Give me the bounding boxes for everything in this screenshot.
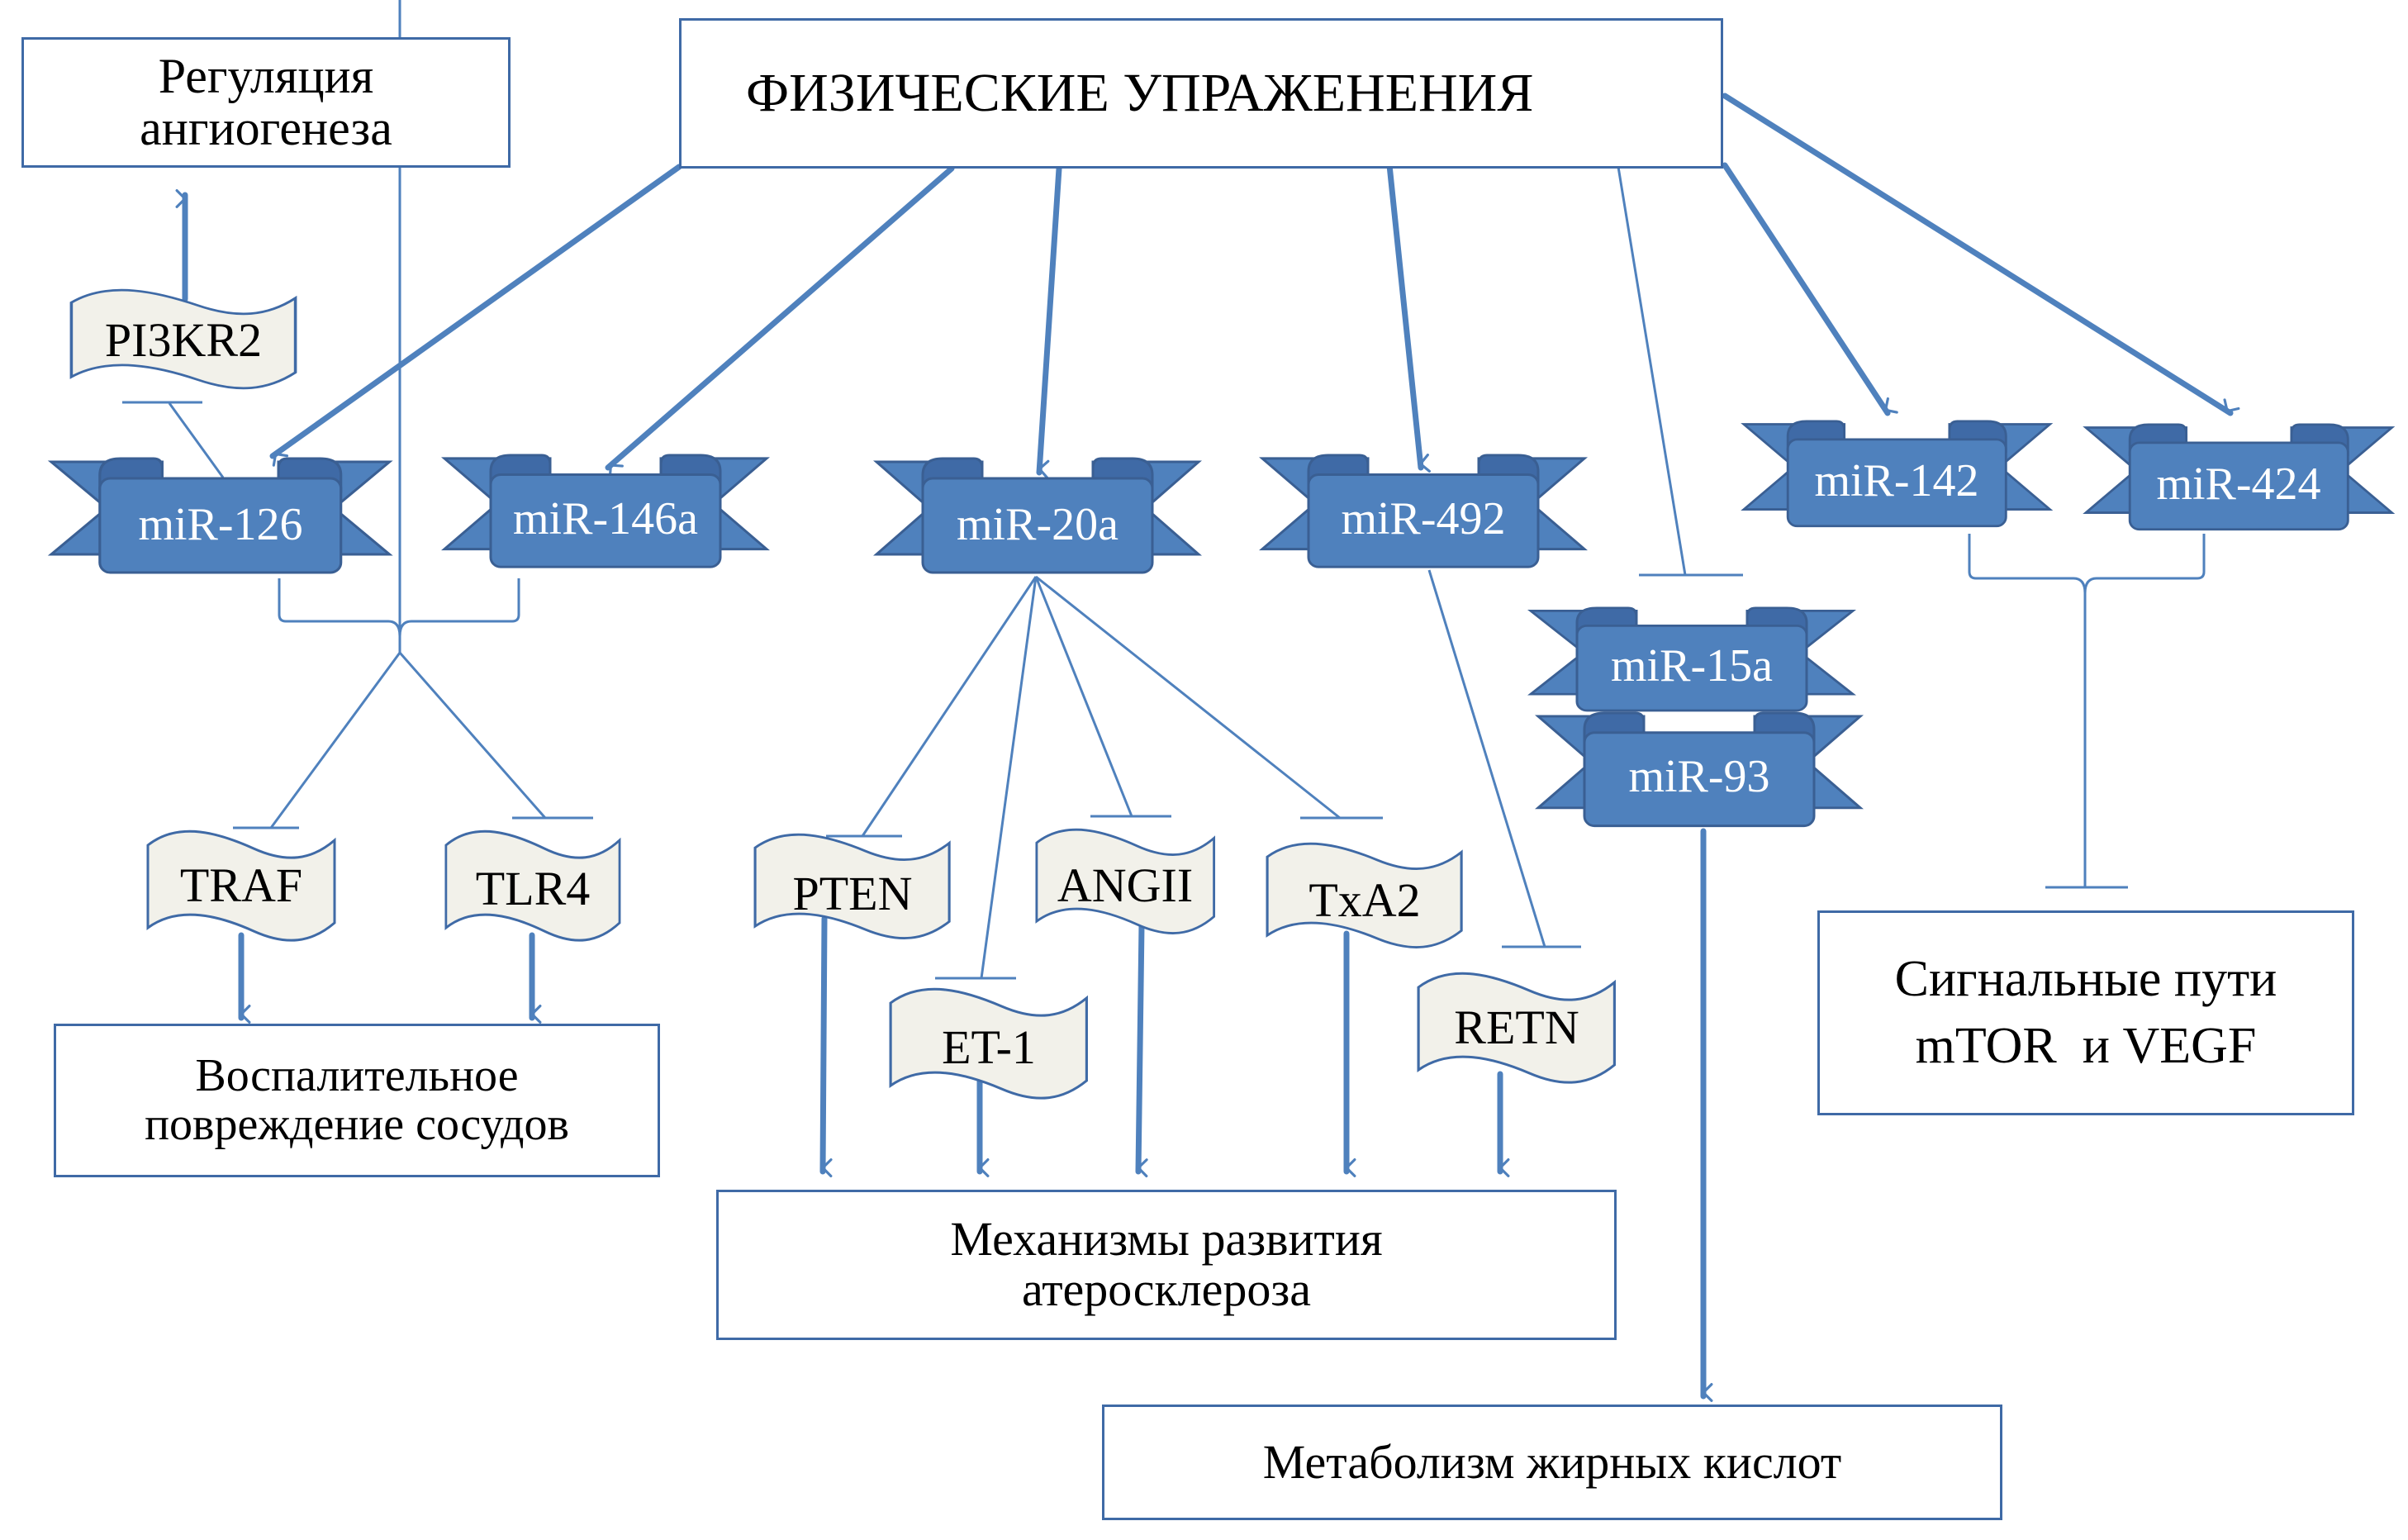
- mirna-label-mir142: miR-142: [1814, 455, 1979, 506]
- mirna-label-mir93: miR-93: [1628, 751, 1770, 802]
- title-text: ФИЗИЧЕСКИЕ УПРАЖЕНЕНИЯ: [746, 63, 1534, 124]
- target-label-angii: ANGII: [1057, 858, 1194, 912]
- outcome-angiogenesis-line1: Регуляция: [158, 49, 374, 103]
- outcome-inflammation[interactable]: Воспалительное повреждение сосудов: [54, 1024, 660, 1177]
- arrow-title-to-mir126: [269, 164, 682, 467]
- outcome-atherosclerosis-line2: атеросклероза: [1021, 1262, 1312, 1316]
- outcome-angiogenesis[interactable]: Регуляция ангиогенеза: [21, 37, 511, 168]
- arrow-title-to-mir492: [1386, 162, 1431, 473]
- mirna-label-mir20a: miR-20a: [957, 499, 1119, 550]
- arrow-angii-to-athero: [1135, 922, 1148, 1178]
- outcome-inflammation-line2: повреждение сосудов: [145, 1099, 569, 1150]
- target-label-txa2: TxA2: [1308, 872, 1421, 927]
- inhibition-lines: [122, 0, 2206, 980]
- mirna-label-mir424: miR-424: [2156, 459, 2321, 510]
- outcome-inflammation-line1: Воспалительное: [195, 1050, 519, 1102]
- target-label-et1: ET-1: [942, 1020, 1036, 1074]
- outcome-fatty-acids[interactable]: Метаболизм жирных кислот: [1102, 1405, 2002, 1520]
- arrow-title-to-mir20a: [1036, 165, 1062, 479]
- arrow-title-to-mir142: [1722, 162, 1898, 416]
- activation-arrows: [175, 93, 2240, 1402]
- outcome-signaling-line1: Сигнальные пути: [1894, 951, 2277, 1008]
- arrow-title-to-mir424: [1722, 93, 2240, 416]
- outcome-signaling-line2: mTOR и VEGF: [1915, 1018, 2257, 1074]
- target-label-pi3kr2: PI3KR2: [104, 312, 263, 367]
- mirna-label-mir146a: miR-146a: [513, 493, 698, 544]
- arrow-pten-to-athero: [819, 915, 833, 1178]
- target-label-traf: TRAF: [179, 858, 303, 912]
- mirna-label-mir492: miR-492: [1341, 493, 1506, 544]
- outcome-angiogenesis-line2: ангиогенеза: [140, 101, 392, 155]
- target-label-pten: PTEN: [792, 866, 913, 920]
- outcome-atherosclerosis[interactable]: Механизмы развития атеросклероза: [716, 1190, 1617, 1340]
- arrow-title-to-mir146a: [605, 165, 955, 478]
- mirna-label-mir126: miR-126: [138, 499, 303, 550]
- target-label-tlr4: TLR4: [475, 861, 591, 915]
- target-label-retn: RETN: [1454, 1000, 1579, 1054]
- outcome-signaling[interactable]: Сигнальные пути mTOR и VEGF: [1817, 910, 2354, 1115]
- outcome-fatty-acids-line1: Метаболизм жирных кислот: [1262, 1434, 1842, 1489]
- mirna-label-mir15a: miR-15a: [1611, 640, 1773, 692]
- outcome-atherosclerosis-line1: Механизмы развития: [950, 1212, 1383, 1267]
- title-box[interactable]: ФИЗИЧЕСКИЕ УПРАЖЕНЕНИЯ: [679, 18, 1723, 169]
